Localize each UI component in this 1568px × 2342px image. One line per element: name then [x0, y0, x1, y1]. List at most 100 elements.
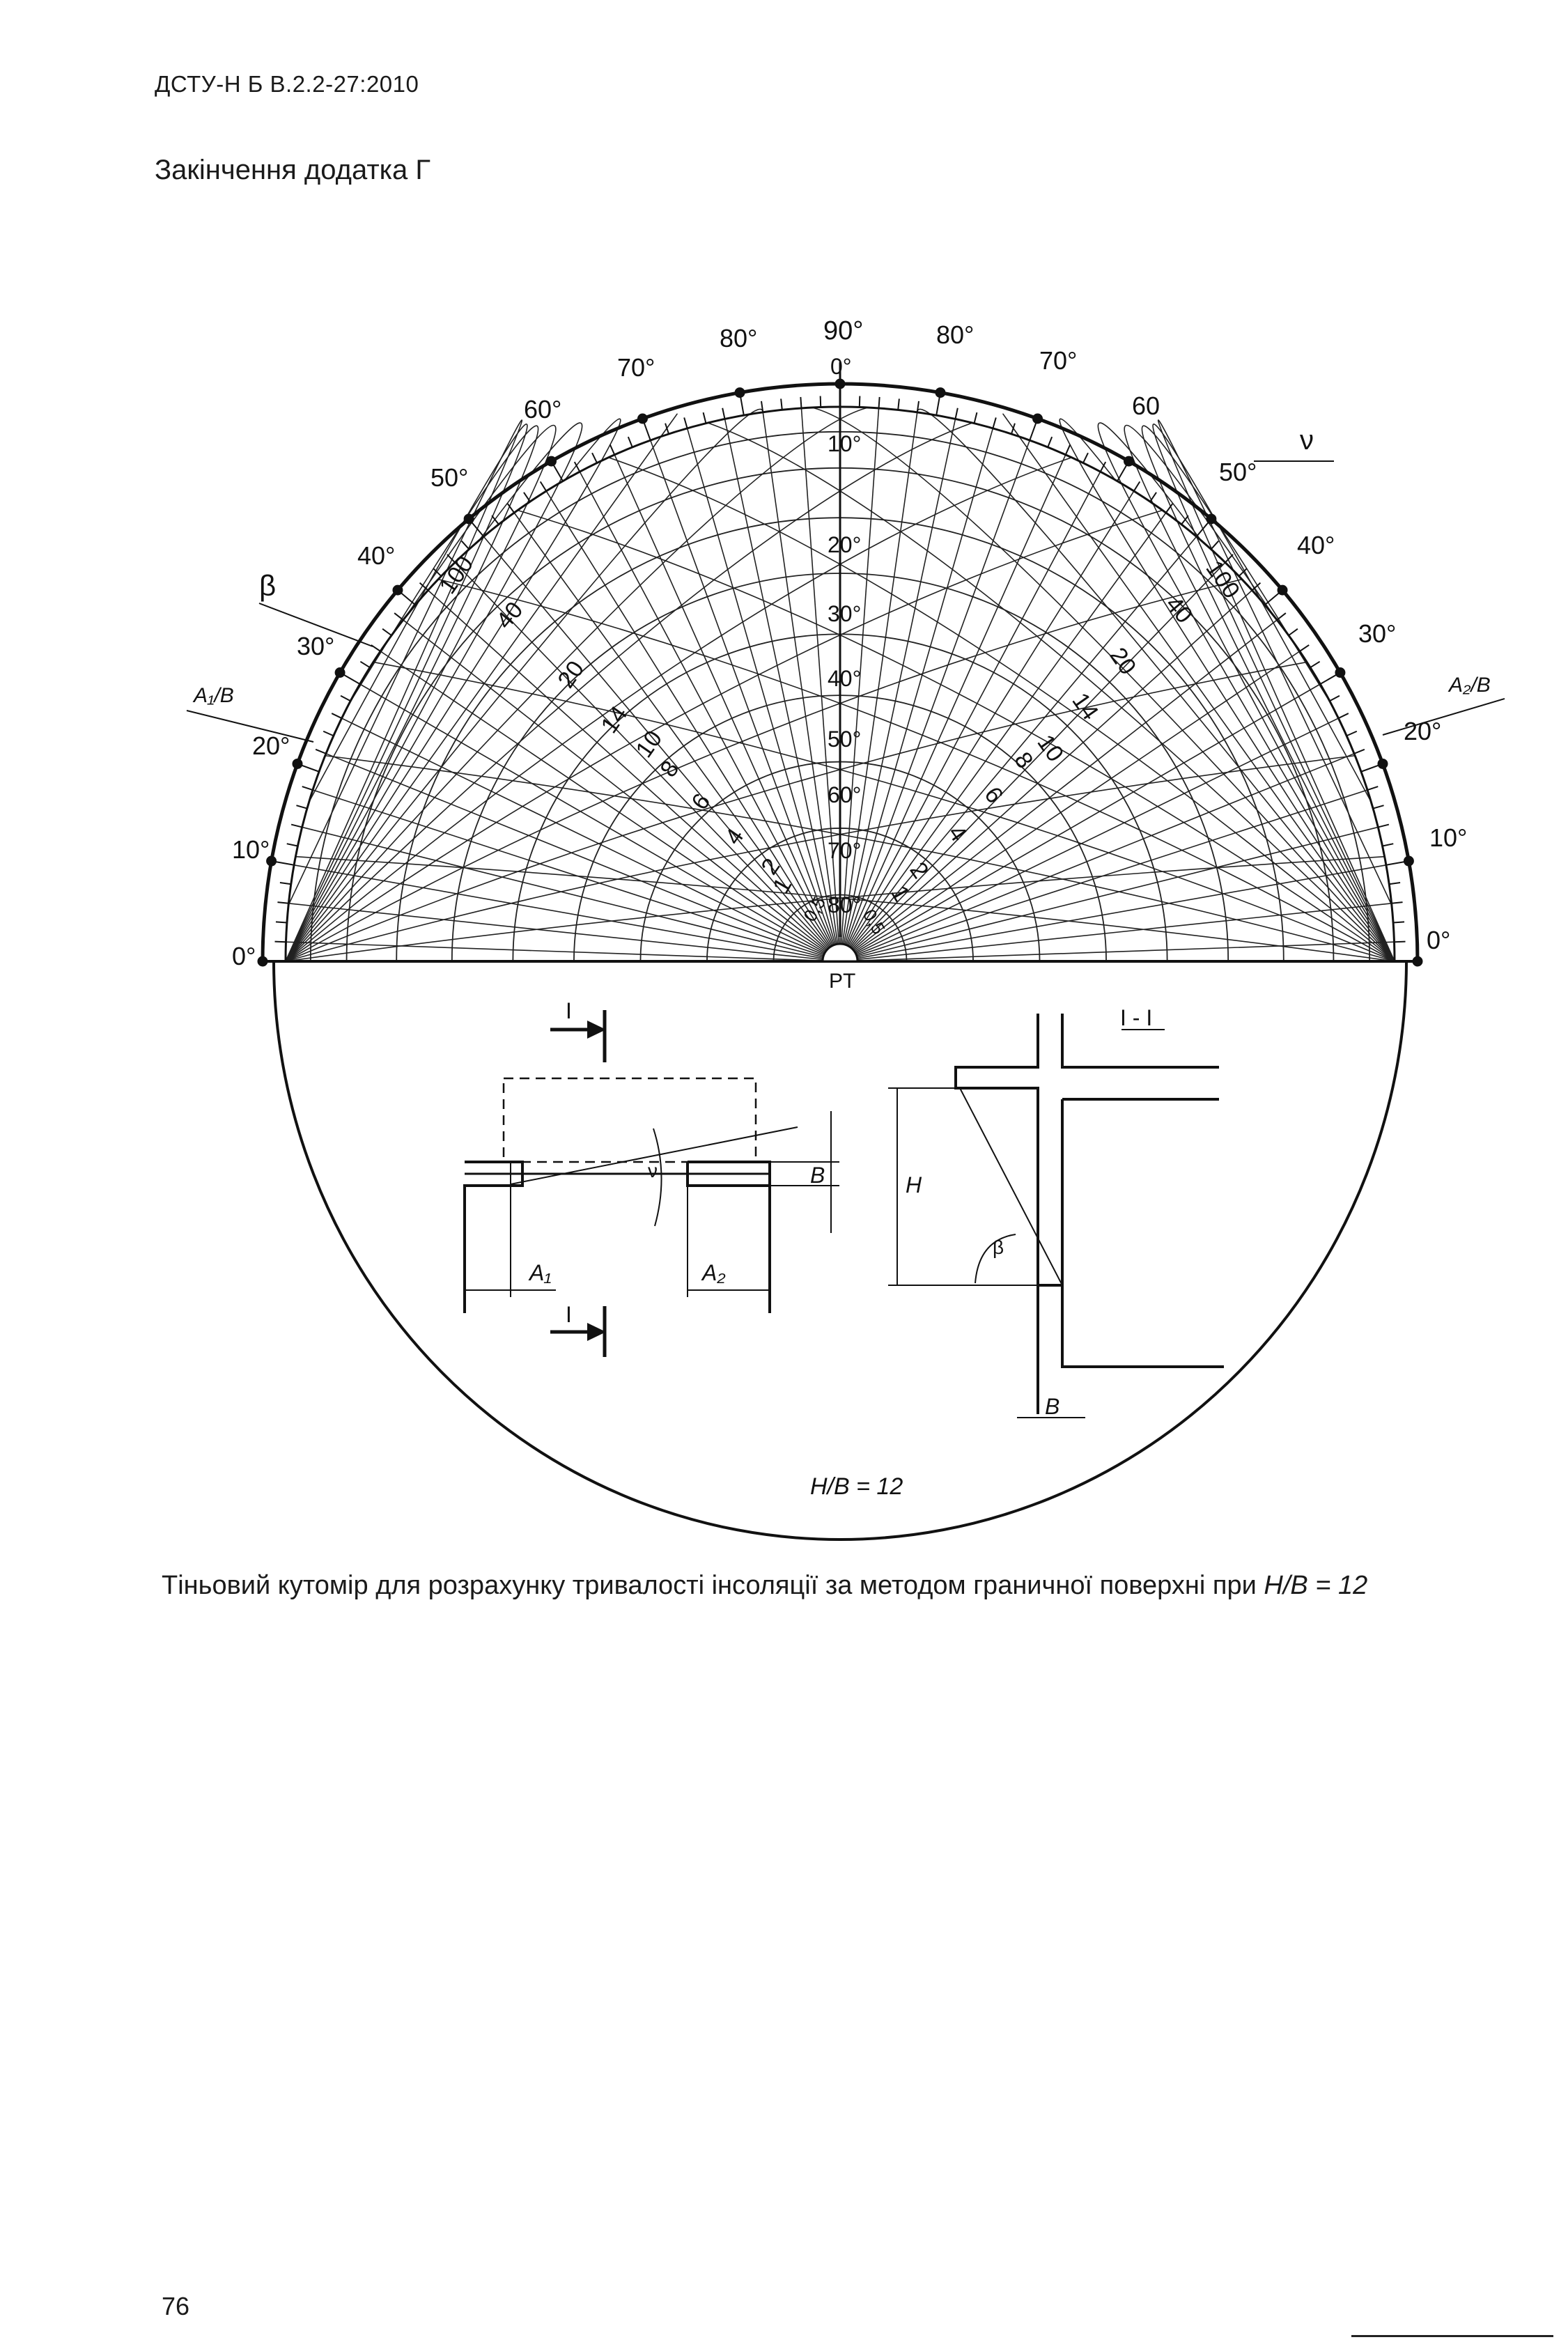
rim-label-left-80: 80°: [720, 324, 757, 352]
ratio-curve-right: [1002, 413, 1395, 962]
figure-ratio-label: H/B = 12: [810, 1473, 903, 1500]
rim-tick: [1288, 628, 1298, 636]
rim-label-left-60: 60°: [524, 395, 561, 424]
fan-line: [427, 589, 841, 962]
fan-line: [839, 651, 1301, 962]
rim-tick: [1011, 423, 1016, 435]
fan-line: [579, 471, 841, 962]
section-arrow-top: [587, 1021, 606, 1039]
plan-section-mark-top: I: [566, 998, 572, 1023]
ratio-curve-left: [285, 424, 528, 962]
rim-label-right-40: 40°: [1297, 531, 1335, 559]
plan-label-a2: A₂: [701, 1260, 726, 1285]
fan-line: [839, 412, 918, 962]
ratio-curve-left: [285, 422, 583, 962]
fan-line: [483, 536, 841, 962]
ratio-label-left-8: 8: [655, 756, 684, 782]
ratio-curve-right: [1097, 422, 1395, 962]
axis-label-60: 60°: [828, 782, 861, 807]
rim-tick: [491, 515, 499, 525]
caption-text: Тіньовий кутомір для розрахунку тривалос…: [162, 1571, 1264, 1600]
rim-label-left-30: 30°: [297, 632, 334, 660]
origin-half-disc: [821, 943, 859, 963]
rim-tick: [1338, 713, 1349, 719]
rim-tick: [1133, 481, 1141, 492]
rim-tick: [1372, 805, 1384, 809]
fan-line: [839, 619, 1278, 962]
ratio-curve-left: [285, 425, 539, 962]
leader-a1b: [186, 710, 314, 743]
rim-tick: [591, 452, 598, 463]
rim-label-right-80: 80°: [936, 320, 974, 349]
rim-tick: [1394, 940, 1406, 943]
rim-tick: [290, 823, 302, 828]
rim-tick: [1165, 503, 1174, 513]
rim-tick: [277, 901, 289, 904]
label-a2-over-b: A₂/B: [1447, 674, 1491, 697]
rim-tick: [1367, 786, 1379, 791]
rim-label-right-10: 10°: [1429, 823, 1467, 852]
axis-label-40: 40°: [828, 666, 861, 691]
rim-tick: [1238, 568, 1248, 577]
section-title: Закінчення додатка Г: [155, 155, 431, 185]
section-label-h: H: [906, 1172, 922, 1197]
rim-tick: [897, 398, 900, 410]
fan-line: [839, 941, 1395, 962]
rim-tick: [315, 748, 327, 754]
ratio-curve-right: [295, 855, 1395, 962]
fan-line: [839, 408, 880, 962]
ratio-curve-left: [285, 407, 869, 962]
rim-tick: [286, 843, 298, 847]
footer-rule: [1351, 2335, 1553, 2337]
fan-line: [724, 419, 841, 962]
rim-tick: [1329, 695, 1340, 702]
ratio-label-left-20: 20: [552, 656, 589, 693]
ratio-curve-right: [373, 661, 1395, 962]
fan-line: [839, 471, 1101, 962]
rim-tick: [331, 713, 342, 719]
ratio-label-left-2: 2: [756, 853, 785, 879]
axis-label-10: 10°: [828, 431, 861, 456]
ratio-label-right-10: 10: [1032, 730, 1069, 767]
rim-tick: [539, 481, 548, 492]
fan-line: [839, 826, 1379, 962]
plan-angle-arc: [653, 1128, 662, 1227]
rim-labels-right: 0° 10° 20° 30° 40° 50° 60 70° 80°: [936, 320, 1467, 954]
ratio-curve-left: [285, 422, 973, 962]
axis-label-80: 80°: [828, 892, 861, 917]
section-label-beta: β: [993, 1236, 1004, 1258]
fan-line: [403, 619, 841, 962]
fan-line: [545, 490, 841, 962]
rim-tick: [296, 805, 308, 809]
rim-tick: [394, 612, 404, 621]
rim-tick: [506, 503, 515, 513]
rim-label-right-20: 20°: [1404, 717, 1441, 745]
rim-tick: [323, 730, 334, 737]
ratio-label-right-20: 20: [1104, 643, 1141, 680]
plan-label-b: B: [810, 1163, 825, 1188]
rim-label-right-70: 70°: [1039, 346, 1077, 375]
fan-line: [650, 440, 841, 962]
ratio-curve-right: [1157, 419, 1395, 962]
rim-tick: [1299, 644, 1310, 652]
rim-tick: [1276, 612, 1287, 621]
fan-line: [839, 683, 1321, 962]
plan-labels: I I ν B A₁ A₂: [528, 998, 825, 1327]
rim-tick: [609, 444, 616, 456]
rim-tick: [419, 582, 429, 591]
ratio-curve-left: [285, 661, 1307, 962]
fan-line: [614, 454, 841, 962]
label-origin-pt: PT: [829, 970, 855, 993]
fan-line: [513, 512, 841, 962]
fan-line: [288, 902, 841, 962]
section-label-b: B: [1045, 1394, 1059, 1419]
ratio-label-right-100: 100: [1200, 556, 1245, 603]
rim-label-left-50: 50°: [430, 463, 468, 492]
ratio-labels-left: 100 40 20 14 10 8 6 4 2 1 0,5: [434, 551, 830, 925]
plan-building-left: [463, 1161, 524, 1313]
rim-tick: [523, 492, 531, 502]
section-angle-arc: [975, 1234, 1016, 1284]
rim-tick: [780, 398, 783, 410]
ratio-curve-left: [285, 754, 1356, 962]
fan-line: [839, 902, 1392, 962]
